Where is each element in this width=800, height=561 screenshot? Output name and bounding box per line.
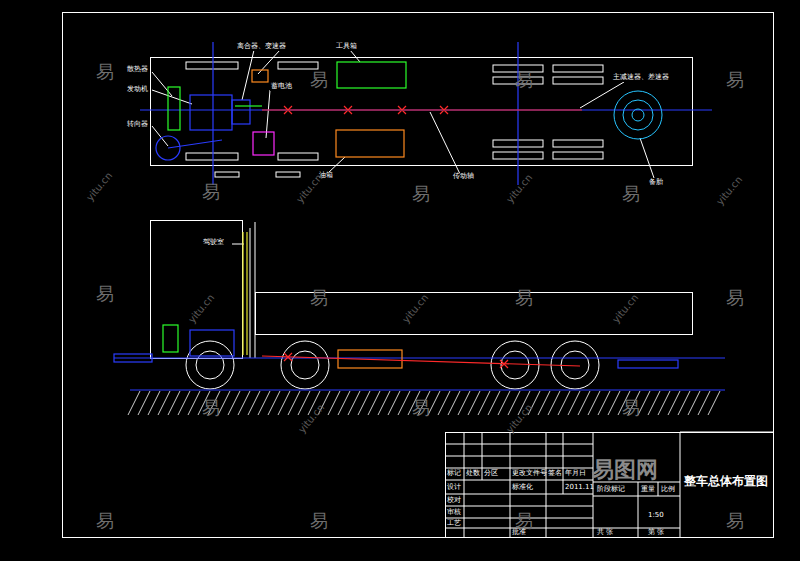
watermark: 易 [726, 511, 744, 531]
watermark-url: yitu.cn [84, 170, 114, 203]
part-label: 蓄电池 [270, 83, 293, 91]
part-label: 发动机 [126, 86, 149, 94]
watermark-logo: 易图网 [592, 458, 658, 482]
table-cell: 重量 [641, 486, 655, 494]
table-cell: 更改文件号 [512, 470, 547, 478]
watermark-url: yitu.cn [296, 402, 326, 435]
watermark: 易 [622, 184, 640, 204]
watermark: 易 [96, 511, 114, 531]
table-cell: 标准化 [512, 484, 533, 492]
watermark: 易 [412, 184, 430, 204]
table-cell: 年月日 [565, 470, 586, 478]
watermark: 易 [202, 182, 220, 202]
watermark: 易 [515, 70, 533, 90]
watermark: 易 [202, 398, 220, 418]
table-cell: 1:50 [648, 512, 664, 520]
part-label: 传动轴 [452, 173, 475, 181]
watermark: 易 [310, 70, 328, 90]
table-cell: 审核 [447, 509, 461, 517]
watermark: 易 [515, 288, 533, 308]
watermark: 易 [96, 62, 114, 82]
table-cell: 标记 [447, 470, 461, 478]
part-label: 散热器 [126, 66, 149, 74]
watermark: 易 [310, 288, 328, 308]
table-cell: 第 张 [648, 529, 664, 537]
table-cell: 2011.11 [565, 484, 594, 492]
watermark-url: yitu.cn [504, 402, 534, 435]
watermark-url: yitu.cn [504, 172, 534, 205]
watermark-url: yitu.cn [186, 292, 216, 325]
drawing-title: 整车总体布置图 [684, 475, 768, 488]
table-cell: 工艺 [447, 520, 461, 528]
part-label: 离合器、变速器 [236, 43, 287, 51]
watermark-url: yitu.cn [400, 292, 430, 325]
table-cell: 签名 [548, 470, 562, 478]
part-label: 转向器 [126, 121, 149, 129]
watermark: 易 [726, 288, 744, 308]
part-label: 备胎 [648, 179, 664, 187]
part-label: 工具箱 [335, 43, 358, 51]
watermark: 易 [96, 284, 114, 304]
part-label: 驾驶室 [202, 239, 225, 247]
watermark: 易 [412, 398, 430, 418]
watermark-url: yitu.cn [714, 174, 744, 207]
watermark: 易 [622, 398, 640, 418]
part-label: 主减速器、差速器 [612, 74, 670, 82]
watermark: 易 [726, 70, 744, 90]
table-cell: 校对 [447, 497, 461, 505]
table-cell: 比例 [661, 486, 675, 494]
watermark: 易 [310, 511, 328, 531]
watermark-url: yitu.cn [610, 292, 640, 325]
table-cell: 分区 [484, 470, 498, 478]
table-cell: 阶段标记 [597, 486, 625, 494]
table-cell: 处数 [466, 470, 480, 478]
table-cell: 设计 [447, 484, 461, 492]
watermark: 易 [515, 511, 533, 531]
table-cell: 共 张 [597, 529, 613, 537]
